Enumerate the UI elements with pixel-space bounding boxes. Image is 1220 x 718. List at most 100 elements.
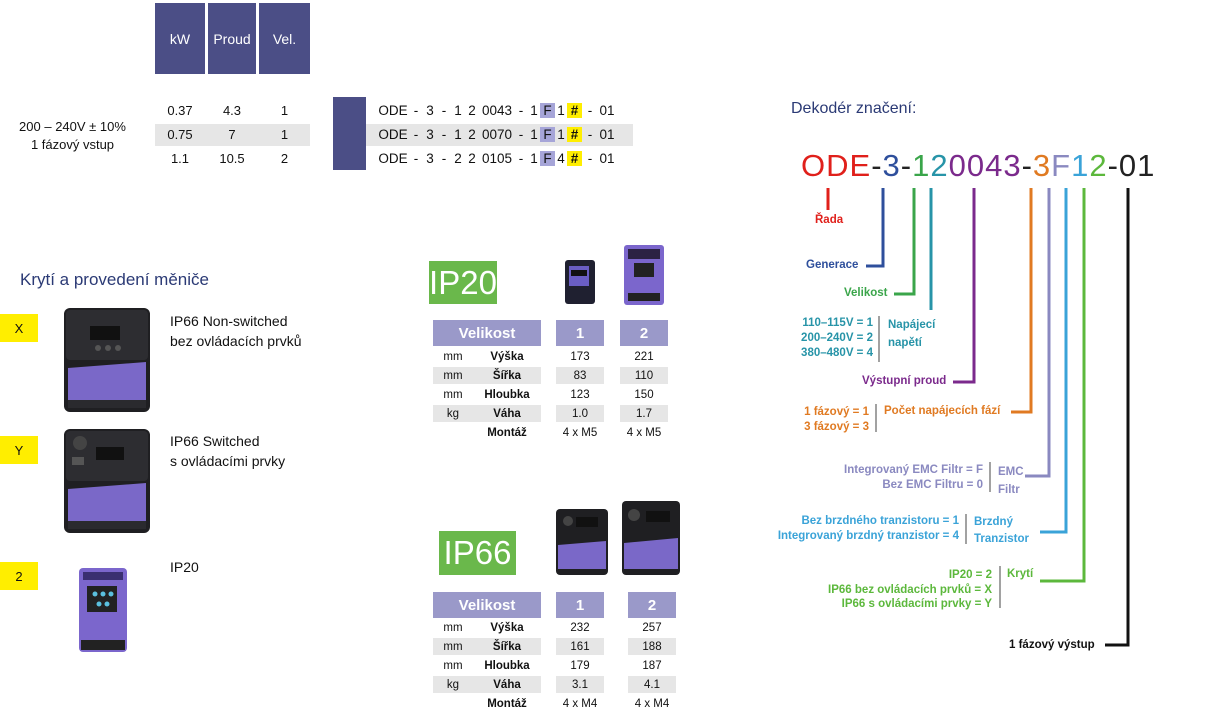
decoder-phase-label: Počet napájecích fází (884, 405, 1001, 417)
enclosure-value: IP66 bez ovládacích prvků = X (828, 583, 992, 596)
code-segment: - (518, 151, 524, 166)
brake-label-line: Tranzistor (974, 533, 1029, 545)
code-segment: 0070 (481, 127, 513, 142)
code-segment: ODE (378, 151, 408, 166)
decoder-voltage-values: 110–115V = 1 200–240V = 2 380–480V = 4 (760, 316, 873, 361)
dim-value-size1: 1.0 (556, 405, 604, 422)
decoder-emc-label: EMC Filtr (998, 463, 1024, 499)
enclosure-2-text: IP20 (170, 559, 199, 575)
dim-unit: mm (443, 621, 463, 634)
decoder-code-part: ODE (801, 148, 872, 183)
code-segment: 0105 (481, 151, 513, 166)
decoder-code-part: 1 (912, 148, 931, 183)
code-segment: # (567, 127, 582, 142)
dim-unit: mm (433, 638, 473, 655)
code-segment: # (567, 103, 582, 118)
decoder-brake-values: Bez brzdného tranzistoru = 1 Integrovaný… (740, 514, 959, 544)
code-segment: 2 (468, 151, 476, 166)
emc-value: Bez EMC Filtru = 0 (882, 479, 983, 491)
dim-label: Výška (490, 350, 524, 363)
code-segment: 2 (468, 103, 476, 118)
decoder-emc-values: Integrovaný EMC Filtr = F Bez EMC Filtru… (800, 463, 983, 493)
code-segment: - (587, 151, 593, 166)
dim-value-size1: 161 (556, 638, 604, 655)
decoder-enclosure-label: Krytí (1007, 568, 1034, 580)
code-segment: - (518, 127, 524, 142)
voltage-value: 110–115V = 1 (802, 317, 873, 329)
kw-cell: 0.75 (167, 127, 193, 142)
code-segment: 2 (468, 127, 476, 142)
dim-unit: kg (433, 405, 473, 422)
brake-label-line: Brzdný (974, 516, 1013, 528)
voltage-value: 200–240V = 2 (801, 332, 873, 344)
decoder-output-phase: 1 fázový výstup (1009, 639, 1095, 651)
enclosure-x-line1: IP66 Non-switched (170, 313, 288, 329)
decoder-code-part: 1 (1071, 148, 1090, 183)
current-cell: 7 (228, 127, 236, 142)
current-cell: 10.5 (219, 151, 245, 166)
ip20-size2-image (624, 245, 664, 305)
brake-value: Bez brzdného tranzistoru = 1 (801, 515, 959, 527)
code-segment: 3 (426, 127, 434, 142)
dim-label: Výška (490, 621, 524, 634)
code-segment: 01 (599, 127, 615, 142)
enclosure-x-text: IP66 Non-switched bez ovládacích prvků (170, 311, 302, 351)
dim-value-size2: 110 (620, 367, 668, 384)
dim-unit: mm (433, 367, 473, 384)
decoder-rada: Řada (815, 214, 844, 226)
decoder-code-part: 2 (930, 148, 949, 183)
code-marker (333, 97, 366, 170)
dim-value-size2: 4.1 (628, 676, 676, 693)
supply-label: 200 – 240V ± 10% 1 fázový vstup (10, 118, 135, 154)
supply-voltage: 200 – 240V ± 10% (19, 119, 126, 134)
decoder-code-part: 3 (1032, 148, 1052, 183)
dim-value-size2: 188 (628, 638, 676, 655)
code-segment: - (587, 103, 593, 118)
ip20-size2-header: 2 (620, 320, 668, 346)
phase-value: 3 fázový = 3 (804, 421, 869, 433)
enclosure-value: IP66 s ovládacími prvky = Y (841, 598, 992, 610)
dim-value-size1: 179 (570, 659, 590, 672)
ip66-size1-header: 1 (556, 592, 604, 618)
dim-label: Šířka (473, 367, 541, 384)
dim-value-size1: 3.1 (556, 676, 604, 693)
decoder-code-part: - (871, 148, 883, 183)
header-kw: kW (155, 3, 205, 74)
dim-label: Váha (473, 405, 541, 422)
ip20-drive-image (79, 568, 127, 652)
decoder-code-part: - (1021, 148, 1033, 183)
dim-value-size2: 150 (634, 388, 654, 401)
enclosure-y-text: IP66 Switched s ovládacími prvky (170, 431, 285, 471)
header-current: Proud (208, 3, 256, 74)
code-segment: 01 (599, 103, 615, 118)
dim-value-size2: 221 (634, 350, 654, 363)
header-size: Vel. (259, 3, 310, 74)
decoder-output-current: Výstupní proud (862, 375, 947, 387)
decoder-code-part: 2 (1089, 148, 1108, 183)
decoder-code-part: 0043 (948, 148, 1022, 183)
voltage-value: 380–480V = 4 (801, 347, 873, 359)
code-segment: - (413, 103, 419, 118)
size-cell: 1 (280, 127, 289, 142)
dim-value-size2: 4 x M4 (634, 697, 670, 710)
code-segment: # (567, 151, 582, 166)
voltage-label-line: Napájecí (888, 319, 936, 331)
emc-value: Integrovaný EMC Filtr = F (844, 464, 983, 476)
decoder-code-part: 3 (882, 148, 901, 183)
dim-value-size1: 123 (570, 388, 590, 401)
decoder-code-part: -01 (1107, 148, 1156, 183)
code-segment: 2 (454, 151, 462, 166)
ip66-badge: IP66 (439, 531, 516, 575)
row-bg (155, 124, 310, 146)
ip66-size1-image (556, 509, 608, 575)
brake-value: Integrovaný brzdný tranzistor = 4 (777, 530, 959, 542)
dim-value-size1: 4 x M4 (562, 697, 598, 710)
dim-label: Hloubka (484, 659, 530, 672)
code-segment: F (540, 103, 555, 118)
ip66-nonswitched-drive-image (64, 308, 150, 412)
code-segment: F (540, 151, 555, 166)
current-cell: 4.3 (222, 103, 242, 118)
enclosure-value: IP20 = 2 (948, 569, 992, 581)
